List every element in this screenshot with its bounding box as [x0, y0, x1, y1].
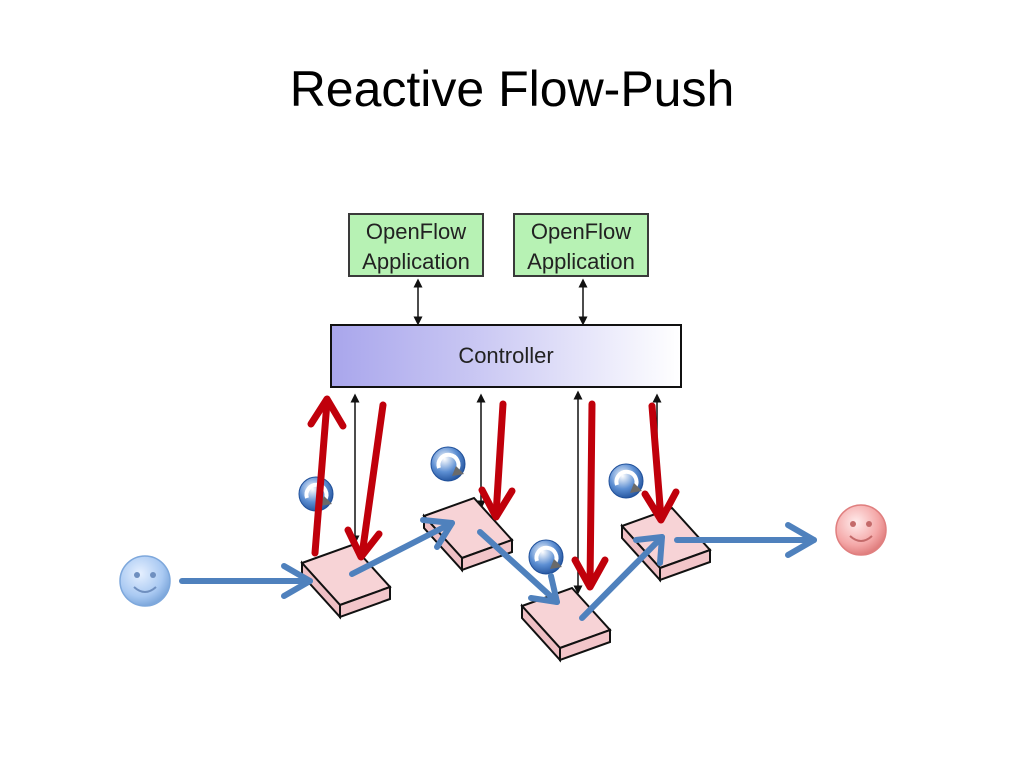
destination-host-smiley-icon — [835, 504, 887, 556]
data-path-arrow — [674, 522, 817, 558]
flow-mod-arrow — [478, 400, 516, 521]
switch-icon — [300, 543, 392, 620]
flow-rule-icon — [430, 446, 466, 482]
flow-mod-arrow — [571, 400, 609, 591]
flow-mod-arrow — [641, 402, 680, 524]
data-path-arrow — [179, 563, 313, 599]
switch-icon — [620, 506, 712, 583]
data-path-arrow — [579, 534, 665, 621]
app-label-line2: Application — [527, 249, 635, 274]
openflow-application-box-2: OpenFlow Application — [513, 213, 649, 277]
flow-rule-icon — [528, 539, 564, 575]
controller-box: Controller — [330, 324, 682, 388]
flow-rule-icon — [608, 463, 644, 499]
data-path-arrow — [477, 529, 560, 605]
packet-in-arrow — [307, 395, 347, 557]
app-label-line2: Application — [362, 249, 470, 274]
data-path-arrow — [349, 517, 455, 577]
openflow-application-box-1: OpenFlow Application — [348, 213, 484, 277]
app-label-line1: OpenFlow — [365, 219, 467, 244]
source-host-smiley-icon — [119, 555, 171, 607]
slide-title: Reactive Flow-Push — [289, 61, 735, 117]
app-label-line1: OpenFlow — [530, 219, 632, 244]
flow-mod-arrow — [344, 401, 387, 561]
